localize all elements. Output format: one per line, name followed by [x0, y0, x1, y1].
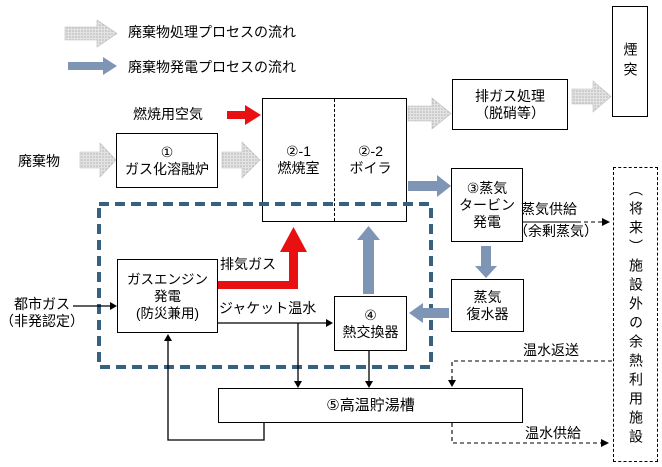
- condenser-line1: 蒸気: [473, 288, 502, 305]
- city-gas-line1: 都市ガス: [14, 296, 70, 312]
- combustion-air-label: 燃焼用空気: [133, 106, 203, 122]
- exhaust-treatment-to-chimney-arrow: [571, 80, 612, 113]
- steam-supply-label: 蒸気供給: [521, 201, 577, 217]
- condenser-to-heat-exchanger-arrow: [409, 303, 449, 323]
- city-gas-line2: （非発認定）: [0, 313, 84, 329]
- steam-turbine-line2: タービン: [459, 196, 515, 213]
- gas-engine-line2: 発電: [154, 288, 181, 304]
- legend-waste-process-label: 廃棄物処理プロセスの流れ: [128, 24, 296, 40]
- heat-exchanger-to-combustion-arrow: [357, 226, 380, 294]
- steam-turbine-line3: 発電: [473, 213, 501, 230]
- turbine-to-condenser-arrow: [475, 246, 497, 278]
- hot-water-supply-arrowhead: [601, 439, 609, 447]
- condenser-box: 蒸気 復水器: [451, 279, 524, 332]
- gas-engine-line3: (防災兼用): [136, 305, 199, 321]
- hot-water-storage-tank-box: ⑤高温貯湯槽: [218, 388, 523, 423]
- chimney-box: 煙突: [612, 6, 648, 117]
- waste-label: 廃棄物: [18, 153, 60, 169]
- condenser-line2: 復水器: [466, 305, 509, 322]
- exhaust-treatment-sublabel: （脱硝等）: [475, 104, 545, 121]
- combustion-boiler-box: ②-1 燃焼室 ②-2 ボイラ: [262, 98, 407, 222]
- hot-water-supply-label: 温水供給: [525, 425, 581, 441]
- combustion-air-arrow: [227, 105, 261, 125]
- gas-engine-box: ガスエンジン 発電 (防災兼用): [117, 259, 218, 333]
- steam-turbine-line1: ③蒸気: [466, 179, 508, 196]
- boiler-label: ボイラ: [349, 160, 392, 176]
- heat-exchanger-box: ④ 熱交換器: [334, 296, 407, 351]
- combustion-to-exhaust-treatment-arrow: [407, 97, 452, 130]
- combustion-chamber-label: 燃焼室: [277, 160, 320, 176]
- chimney-label: 煙突: [622, 41, 639, 82]
- city-gas-label: 都市ガス （非発認定）: [0, 296, 84, 330]
- combustion-chamber-number: ②-1: [286, 143, 311, 159]
- jacket-water-arrowhead: [326, 319, 333, 327]
- storage-tank-label: ⑤高温貯湯槽: [326, 397, 415, 414]
- steam-supply-arrowhead: [602, 218, 610, 226]
- legend-power-process-label: 廃棄物発電プロセスの流れ: [128, 59, 296, 75]
- hot-water-return-arrowhead: [448, 380, 456, 387]
- steam-surplus-label: （余剰蒸気）: [514, 223, 598, 239]
- exhaust-gas-label: 排気ガス: [220, 256, 276, 272]
- jacket-water-label: ジャケット温水: [219, 300, 317, 316]
- gasification-furnace-box: ① ガス化溶融炉: [116, 133, 218, 188]
- hot-water-return-label: 温水返送: [523, 342, 579, 358]
- waste-to-furnace-arrow: [79, 142, 117, 178]
- tank-to-gas-engine-arrowhead: [164, 334, 172, 341]
- heat-exchanger-to-tank-arrowhead: [365, 381, 373, 388]
- hot-water-return-line: [451, 360, 612, 380]
- gas-engine-line1: ガスエンジン: [127, 271, 208, 287]
- furnace-label: ガス化溶融炉: [125, 160, 209, 177]
- heat-exchanger-number: ④: [364, 306, 377, 323]
- combustion-chamber-section: ②-1 燃焼室: [263, 99, 335, 221]
- furnace-to-combustion-arrow: [221, 141, 261, 179]
- city-gas-arrowhead: [110, 302, 117, 310]
- boiler-section: ②-2 ボイラ: [335, 99, 406, 221]
- combustion-to-turbine-arrow: [408, 175, 451, 197]
- boiler-number: ②-2: [358, 143, 383, 159]
- heat-exchanger-label: 熱交換器: [342, 323, 399, 340]
- jacket-branch-arrowhead: [294, 381, 302, 388]
- steam-turbine-box: ③蒸気 タービン 発電: [451, 168, 523, 242]
- legend-blue-arrow-icon: [68, 57, 117, 75]
- future-facility-label: （将来）施設外の余熱利用施設: [628, 181, 644, 448]
- furnace-number: ①: [160, 143, 174, 160]
- exhaust-treatment-box: 排ガス処理 （脱硝等）: [452, 79, 568, 130]
- future-facility-box: （将来）施設外の余熱利用施設: [613, 167, 658, 462]
- legend-gray-arrow-icon: [64, 19, 118, 48]
- exhaust-treatment-label: 排ガス処理: [475, 87, 545, 104]
